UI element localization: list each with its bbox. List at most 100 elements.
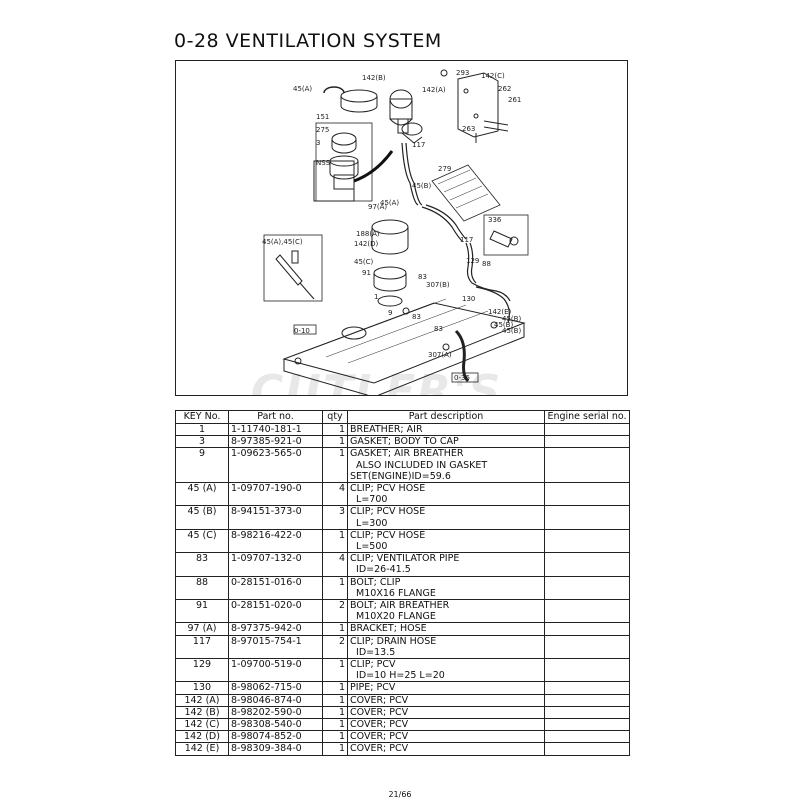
inset-336 [483,214,529,256]
key-cell: 142 (E) [175,742,229,756]
header-engine-serial: Engine serial no. [544,410,630,424]
description-cell: PIPE; PCV [347,681,545,695]
part-no-cell: 8-98074-852-0 [228,730,323,744]
part-no-cell: 8-98062-715-0 [228,681,323,695]
key-cell: 129 [175,658,229,683]
key-cell: 88 [175,575,229,601]
hoses [401,142,511,383]
exploded-parts-diagram: CUTLER'S [175,60,628,396]
description-cell: CLIP; PCV HOSE L=300 [347,505,545,530]
part-no-cell: 8-98202-590-0 [228,705,323,720]
key-cell: 45 (C) [175,528,229,554]
inset-45ac [263,234,323,302]
qty-cell: 1 [322,658,348,683]
callout-label: 45(B) [502,315,521,323]
description-cell: CLIP; VENTILATOR PIPE ID=26-41.5 [347,552,545,577]
description-cell: BRACKET; HOSE [347,622,545,636]
description-cell: CLIP; PCV HOSE L=500 [347,528,545,554]
qty-cell: 3 [322,505,348,530]
part-no-cell: 8-97015-754-1 [228,634,323,660]
callout-label: 45(B) [412,182,431,190]
callout-label: 188(A) [356,230,380,238]
engine-serial-cell [544,422,630,437]
callout-label: 142(A) [422,86,446,94]
callout-label: 3 [316,139,320,147]
engine-serial-cell [544,575,630,601]
callout-label: 45(A) [380,199,399,207]
key-cell: 130 [175,681,229,695]
callout-label: 45(B) [494,321,513,329]
header-part-description: Part description [347,410,545,424]
part-no-cell: 8-94151-373-0 [228,505,323,530]
engine-serial-cell [544,622,630,636]
engine-serial-cell [544,658,630,683]
qty-cell: 1 [322,528,348,554]
callout-label: 91 [362,269,371,277]
engine-serial-cell [544,435,630,449]
parts-table: KEY No. Part no. qty Part description En… [175,410,630,756]
engine-serial-cell [544,634,630,660]
watermark-text: CUTLER'S [251,366,502,396]
description-cell: GASKET; AIR BREATHER ALSO INCLUDED IN GA… [347,447,545,484]
engine-serial-cell [544,528,630,554]
ref-boxes [293,324,479,383]
key-cell: 83 [175,552,229,577]
description-cell: COVER; PCV [347,742,545,756]
callout-label: 83 [434,325,443,333]
part-no-cell: 8-98046-874-0 [228,693,323,707]
part-no-cell: 1-11740-181-1 [228,422,323,437]
key-cell: 91 [175,599,229,624]
watermark: CUTLER'S [251,366,502,396]
page-title: 0-28 VENTILATION SYSTEM [174,30,442,52]
engine-serial-cell [544,705,630,720]
callout-label: 307(B) [426,281,450,289]
nss-inset [315,122,394,202]
header-key-no: KEY No. [175,410,229,424]
engine-serial-cell [544,693,630,707]
description-cell: CLIP; PCV HOSE L=700 [347,482,545,507]
callout-label: 1 [374,293,378,301]
callout-label: 142(E) [488,308,512,316]
engine-serial-cell [544,730,630,744]
diagram-drawing: CUTLER'S [251,69,529,396]
description-cell: CLIP; PCV ID=10 H=25 L=20 [347,658,545,683]
header-part-no: Part no. [228,410,323,424]
callout-label: NSS [316,159,331,167]
callout-label: 275 [316,126,329,134]
engine-serial-cell [544,447,630,484]
description-cell: COVER; PCV [347,693,545,707]
header-qty: qty [322,410,348,424]
key-cell: 142 (C) [175,718,229,732]
engine-serial-cell [544,505,630,530]
description-cell: COVER; PCV [347,705,545,720]
engine-serial-cell [544,599,630,624]
description-cell: BOLT; CLIP M10X16 FLANGE [347,575,545,601]
description-cell: CLIP; DRAIN HOSE ID=13.5 [347,634,545,660]
part-no-cell: 8-98309-384-0 [228,742,323,756]
callout-label: 261 [508,96,521,104]
callout-label: 97(A) [368,203,387,211]
engine-serial-cell [544,718,630,732]
key-cell: 9 [175,447,229,484]
callout-label: 45(B) [502,327,521,335]
callout-label: 88 [482,260,491,268]
table-header-row: KEY No. Part no. qty Part description En… [175,410,630,424]
callout-label: 45(C) [354,258,374,266]
qty-cell: 1 [322,742,348,756]
description-cell: BREATHER; AIR [347,422,545,437]
key-cell: 142 (B) [175,705,229,720]
part-no-cell: 8-98308-540-0 [228,718,323,732]
callout-label: 142(C) [481,72,505,80]
qty-cell: 1 [322,693,348,707]
callout-label: 83 [418,273,427,281]
callout-label: 142(B) [362,74,386,82]
